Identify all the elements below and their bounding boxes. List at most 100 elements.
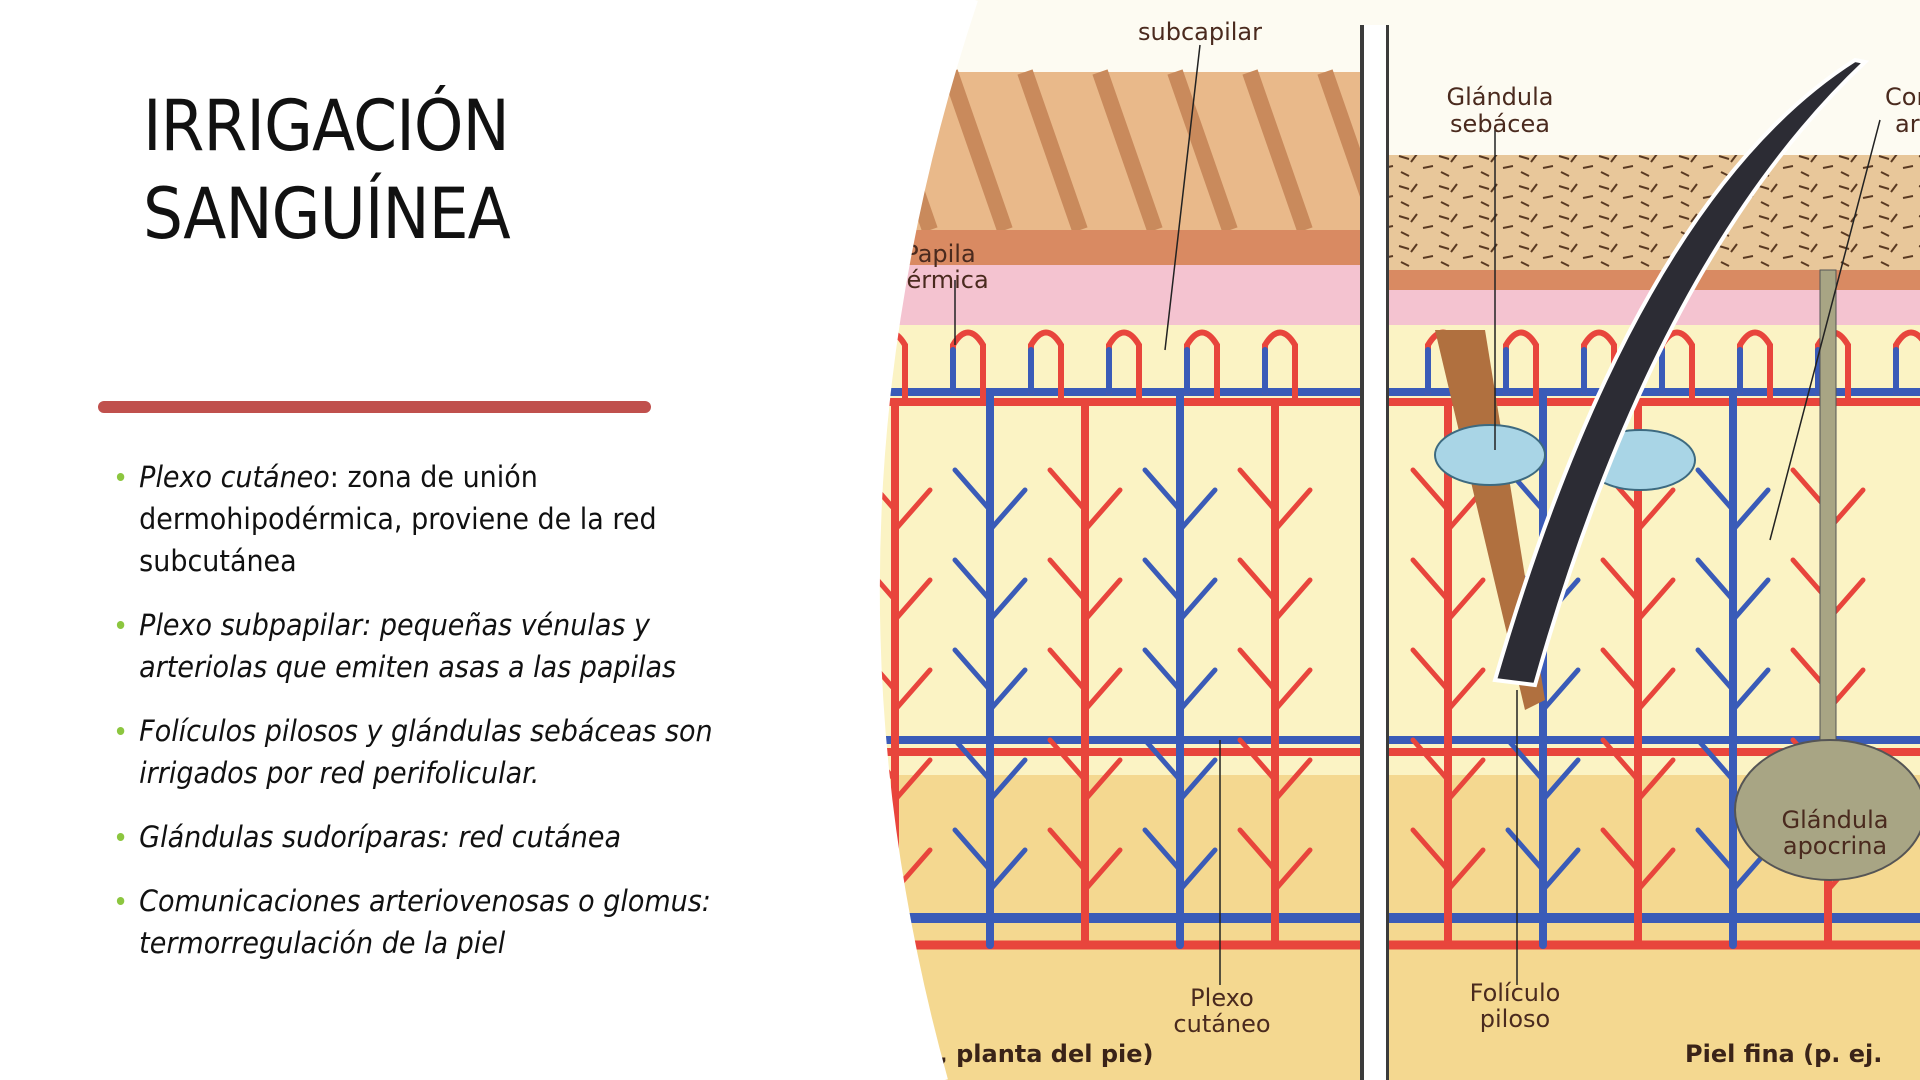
caption-left: ej., planta del pie) <box>905 1040 1154 1068</box>
vessel-twig <box>1635 667 1676 713</box>
capillary-loop <box>1106 329 1142 405</box>
vessel-twig <box>1272 487 1313 533</box>
vessel-twig <box>1082 667 1123 713</box>
label-com-2: arte <box>1895 110 1920 138</box>
capillary-loop <box>1262 329 1298 405</box>
vessel-twig <box>1505 737 1546 783</box>
vessel-twig <box>1272 577 1313 623</box>
vessel-twig <box>1600 647 1641 693</box>
vessel-twig <box>1047 737 1088 783</box>
capillary-loop <box>1503 329 1539 405</box>
capillary-loop <box>1737 329 1773 405</box>
vessel-twig <box>1695 737 1736 783</box>
title-line-2: SANGUÍNEA <box>143 173 511 255</box>
bullet-lead: Glándulas sudoríparas: red cutánea <box>139 820 621 854</box>
label-plexo-1: Plexo <box>1190 984 1254 1012</box>
vessel-twig <box>1082 847 1123 893</box>
vessel-twig <box>987 577 1028 623</box>
vessel-twig <box>1410 467 1451 513</box>
capillary-loop <box>1581 329 1617 405</box>
vessel-twig <box>892 667 933 713</box>
vessel-twig <box>1142 557 1183 603</box>
bullet-text: : zona de unión dermohipodérmica, provie… <box>139 460 657 578</box>
epidermal-ridge <box>1092 69 1163 233</box>
bullet-list: Plexo cutáneo: zona de unión dermohipodé… <box>115 456 755 986</box>
vessel-twig <box>1082 577 1123 623</box>
vessel-twig <box>1730 577 1771 623</box>
bullet-lead: Folículos pilosos y glándulas sebáceas s… <box>139 714 713 790</box>
vessel-twig <box>876 827 898 873</box>
bullet-item: Glándulas sudoríparas: red cutánea <box>115 816 781 858</box>
vessel-twig <box>1730 667 1771 713</box>
vessel-twig <box>1695 647 1736 693</box>
vessel-twig <box>1410 737 1451 783</box>
vessel-twig <box>1540 757 1581 803</box>
title-underline-accent <box>98 401 651 413</box>
label-apocrina-1: Glándula <box>1781 806 1888 834</box>
epidermal-ridge <box>1017 69 1088 233</box>
papilla-layer <box>876 265 1362 325</box>
label-com-1: Com <box>1885 83 1920 111</box>
vessel-twig <box>1635 487 1676 533</box>
capillary-loop <box>1028 329 1064 405</box>
vessel-twig <box>1600 557 1641 603</box>
vessel-twig <box>1082 487 1123 533</box>
bullet-item: Folículos pilosos y glándulas sebáceas s… <box>115 710 781 794</box>
vessel-twig <box>1695 557 1736 603</box>
bullet-lead: Plexo subpapilar: pequeñas vénulas y art… <box>139 608 677 684</box>
vessel-twig <box>1177 847 1218 893</box>
panel-divider <box>1386 25 1389 1080</box>
vessel-twig <box>987 667 1028 713</box>
vessel-twig <box>1445 757 1486 803</box>
vessel-twig <box>1695 467 1736 513</box>
vessel-twig <box>1177 667 1218 713</box>
bullet-lead: Plexo cutáneo <box>139 460 330 494</box>
vessel-twig <box>1047 467 1088 513</box>
capillary-loop <box>1893 329 1920 405</box>
vessel-twig <box>1445 577 1486 623</box>
vessel-twig <box>1635 577 1676 623</box>
vessel-twig <box>1272 757 1313 803</box>
vessel-twig <box>952 467 993 513</box>
vessel-twig <box>1540 847 1581 893</box>
vessel-twig <box>1047 557 1088 603</box>
epidermis-layer <box>1388 155 1920 270</box>
vessel-twig <box>1177 487 1218 533</box>
vessel-twig <box>1410 647 1451 693</box>
vessel-twig <box>892 757 933 803</box>
vessel-twig <box>1237 557 1278 603</box>
vessel-twig <box>1600 827 1641 873</box>
label-apocrina-2: apocrina <box>1783 832 1887 860</box>
vessel-twig <box>1177 577 1218 623</box>
vessel-twig <box>1142 467 1183 513</box>
vessel-twig <box>1635 847 1676 893</box>
hypodermis-layer <box>876 775 1362 1080</box>
panel-divider <box>1360 25 1364 1080</box>
vessel-twig <box>892 577 933 623</box>
vessel-twig <box>1410 827 1451 873</box>
vessel-twig <box>1237 737 1278 783</box>
vessel-twig <box>1142 827 1183 873</box>
vessel-twig <box>987 487 1028 533</box>
vessel-twig <box>1142 737 1183 783</box>
vessel-twig <box>1142 647 1183 693</box>
epidermal-ridge <box>1167 69 1238 233</box>
vessel-twig <box>1505 827 1546 873</box>
slide-title: IRRIGACIÓN SANGUÍNEA <box>143 82 511 258</box>
capillary-loop <box>950 329 986 405</box>
bullet-item: Comunicaciones arteriovenosas o glomus: … <box>115 880 781 964</box>
bullet-item: Plexo cutáneo: zona de unión dermohipodé… <box>115 456 781 582</box>
vessel-twig <box>1237 647 1278 693</box>
epidermal-ridge <box>1242 69 1313 233</box>
label-plexo-2: cutáneo <box>1173 1010 1270 1038</box>
bullet-lead: Comunicaciones arteriovenosas o glomus: … <box>139 884 711 960</box>
vessel-twig <box>1047 647 1088 693</box>
caption-right: Piel fina (p. ej. <box>1685 1040 1882 1068</box>
vessel-twig <box>1082 757 1123 803</box>
vessel-twig <box>987 847 1028 893</box>
sebaceous-gland <box>1434 424 1546 486</box>
hair-shaft <box>1492 57 1870 688</box>
vessel-twig <box>1445 667 1486 713</box>
skin-vasculature-illustration: subcapilar Papila dérmica Glándula sebác… <box>873 0 1920 1080</box>
label-foliculo-2: piloso <box>1480 1005 1550 1033</box>
